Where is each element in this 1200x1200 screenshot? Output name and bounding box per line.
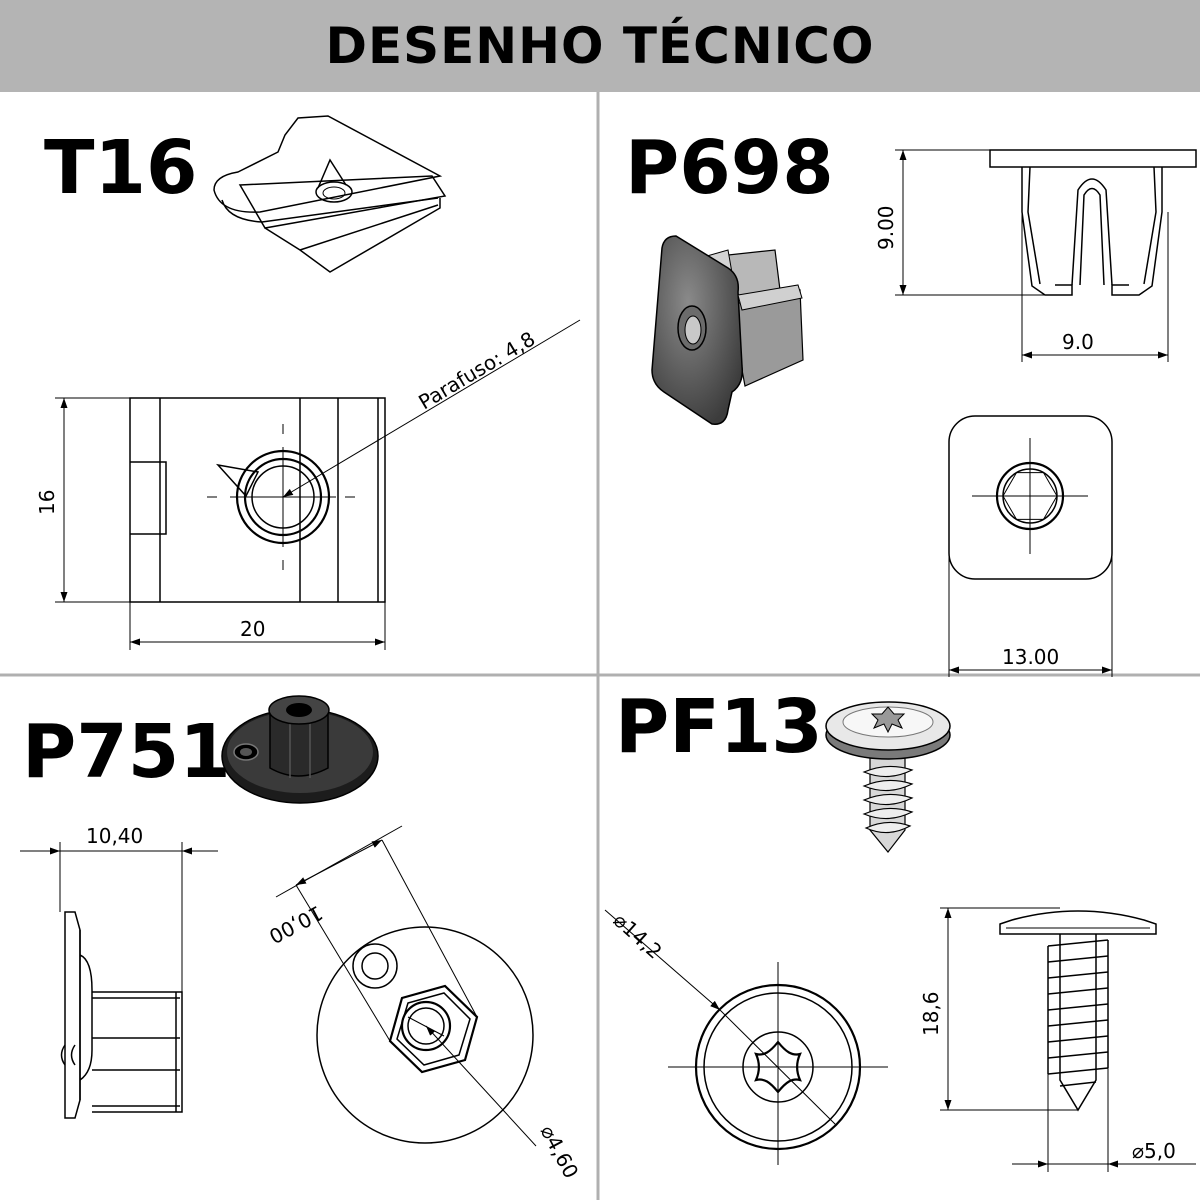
panel-pf13: PF13 [604,684,1196,1172]
dim-height-9: 9.00 [874,205,898,250]
header-bar: DESENHO TÉCNICO [0,0,1200,92]
dim-length-18-6: 18,6 [919,991,943,1036]
pf13-isometric-view [825,701,951,853]
part-label-pf13: PF13 [615,684,823,770]
dim-screw-note: Parafuso: 4,8 [414,327,539,415]
dim-hex-10: 10,00 [265,901,327,949]
part-label-t16: T16 [44,125,197,211]
p751-top-view: 10,00 ⌀4,60 [265,825,584,1182]
dim-width-20: 20 [240,617,265,641]
dim-square-13: 13.00 [1002,645,1059,669]
p698-isometric-view [651,235,804,425]
dim-thread-5: ⌀5,0 [1132,1139,1176,1163]
p751-isometric-view [221,695,379,804]
part-label-p751: P751 [22,709,231,795]
part-label-p698: P698 [625,125,834,211]
dim-head-14-2: ⌀14,2 [609,908,667,964]
pf13-side-view: 18,6 ⌀5,0 [919,907,1196,1172]
panel-dividers [0,92,1200,1200]
dim-hole-4-60: ⌀4,60 [536,1121,584,1182]
p751-side-view: 10,40 [20,824,218,1119]
panel-t16: T16 [35,115,581,650]
dim-width-9: 9.0 [1062,330,1094,354]
dim-width-10-40: 10,40 [86,824,143,848]
panel-p698: P698 [625,125,1197,677]
t16-isometric-view [213,115,447,273]
p698-top-view: 13.00 [948,415,1113,677]
pf13-top-view: ⌀14,2 [604,908,888,1165]
p698-side-view: 9.00 9.0 [874,149,1197,362]
dim-height-16: 16 [35,490,59,515]
panel-p751: P751 [20,695,584,1182]
t16-front-view: Parafuso: 4,8 16 20 [35,319,581,650]
page-title: DESENHO TÉCNICO [325,17,875,75]
